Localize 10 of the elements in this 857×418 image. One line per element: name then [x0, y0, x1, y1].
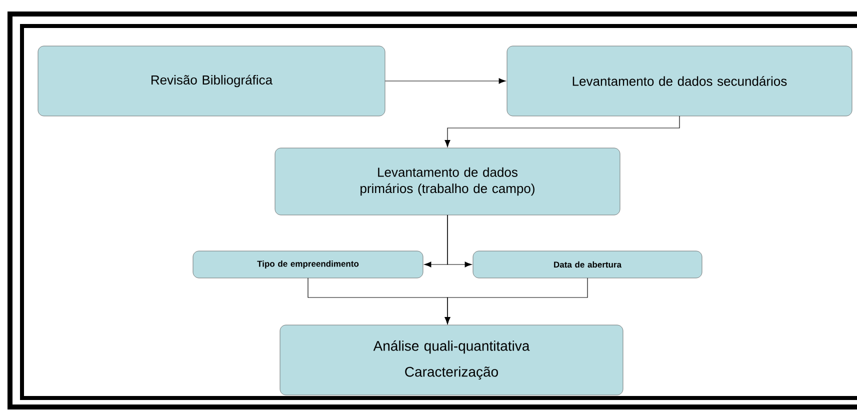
arrow	[444, 278, 588, 324]
arrow	[384, 78, 506, 84]
process-box: Levantamento de dados secundários	[506, 46, 852, 116]
process-box: Análise quali-quantitativa Caracterização	[280, 324, 624, 396]
process-box: Tipo de empreendimento	[192, 250, 424, 278]
arrow	[447, 214, 472, 268]
process-box: Data de abertura	[472, 250, 702, 278]
process-box: Revisão Bibliográfica	[38, 46, 386, 116]
arrow	[444, 116, 680, 148]
process-box: Levantamento de dados primários (trabalho de campo)	[274, 148, 620, 216]
